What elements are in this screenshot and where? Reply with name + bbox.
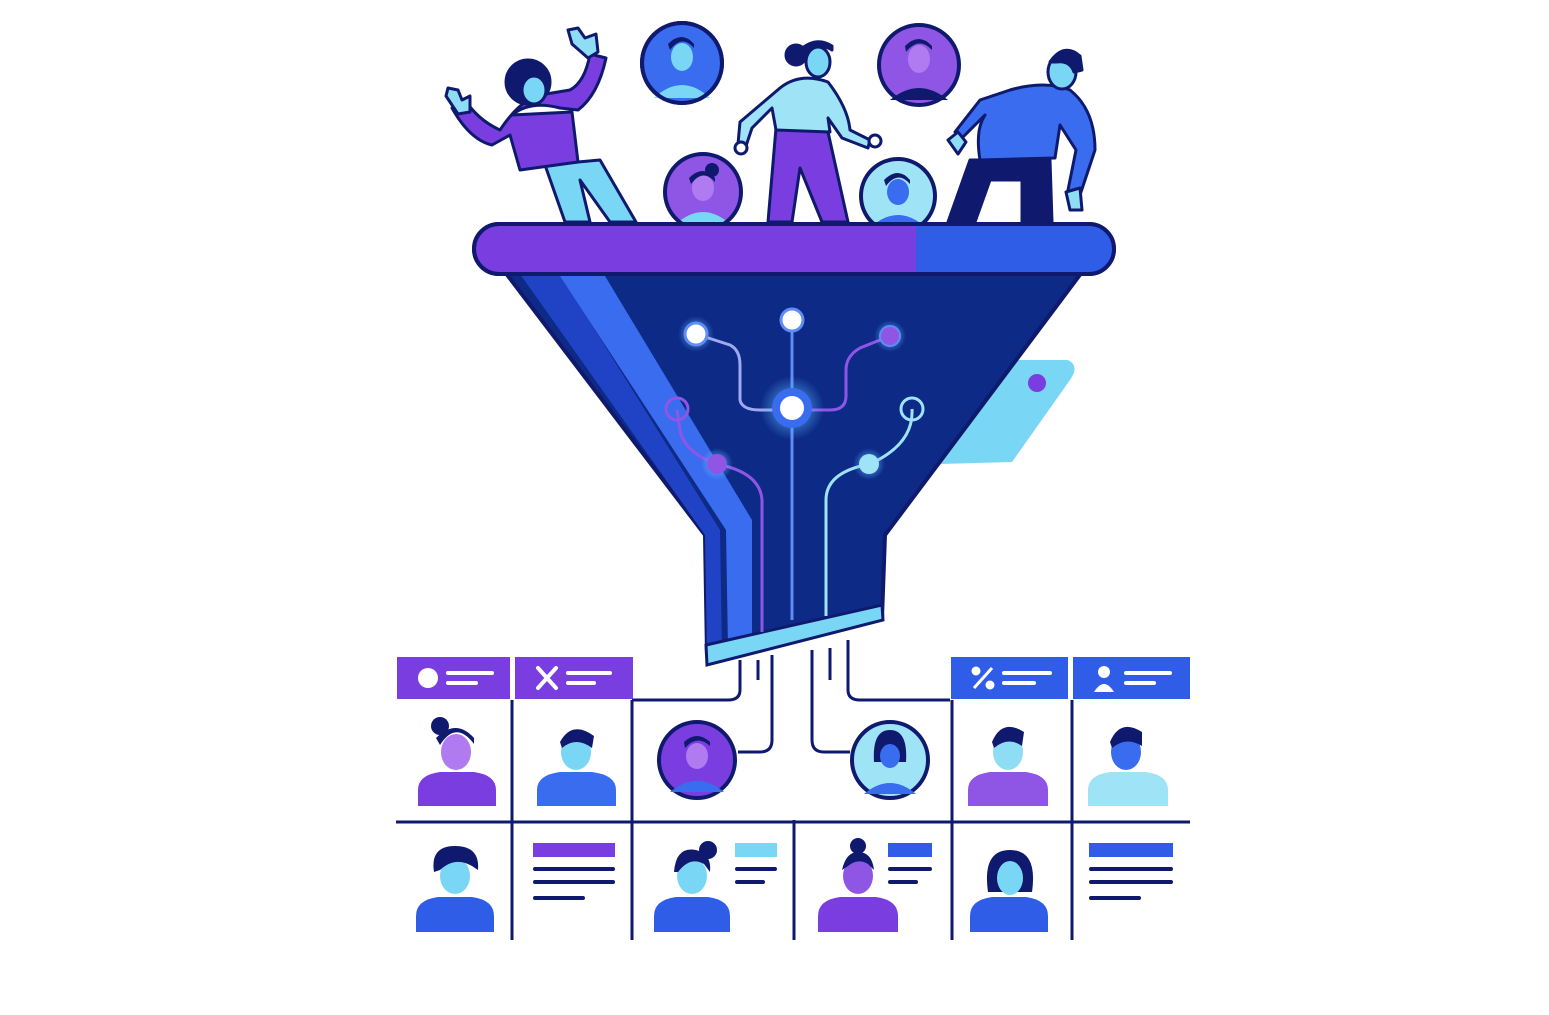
avatar-man-small	[859, 157, 937, 235]
person-waving	[444, 26, 638, 224]
card-text-block-left	[533, 843, 615, 900]
card-avatar-circle-man	[657, 720, 737, 800]
card-woman-top-knot	[818, 838, 932, 932]
user-icon	[1094, 666, 1114, 692]
avatar-man-dark	[877, 23, 961, 107]
card-man-blue	[537, 729, 616, 806]
segment-header-exclude	[515, 657, 633, 699]
node-center	[760, 376, 824, 440]
user-dot-icon	[418, 668, 438, 688]
node-top-left	[678, 316, 714, 352]
percent-icon	[971, 666, 995, 690]
card-text-block-right	[1089, 843, 1173, 900]
card-woman-bob	[970, 850, 1048, 932]
card-man-lightblue	[1088, 726, 1168, 806]
output-lines	[632, 640, 950, 754]
node-right	[853, 396, 925, 480]
person-climbing	[946, 48, 1097, 224]
segment-header-user	[397, 657, 510, 699]
node-top	[779, 307, 805, 333]
card-man-purple	[968, 726, 1048, 806]
node-left	[664, 396, 733, 480]
avatar-woman-bun	[663, 152, 743, 232]
card-avatar-circle-woman	[850, 720, 930, 800]
card-man-curly	[416, 846, 494, 932]
segment-grid	[396, 700, 1190, 940]
segment-header-discount	[951, 657, 1068, 699]
avatar-man	[640, 21, 724, 105]
card-woman-bun-blue	[654, 841, 777, 932]
person-walking-woman	[733, 40, 883, 224]
funnel-side-tag	[940, 360, 1075, 464]
x-icon	[536, 666, 558, 690]
card-woman-bun-purple	[418, 717, 496, 806]
node-top-right	[874, 320, 906, 352]
segment-header-profile	[1073, 657, 1190, 699]
